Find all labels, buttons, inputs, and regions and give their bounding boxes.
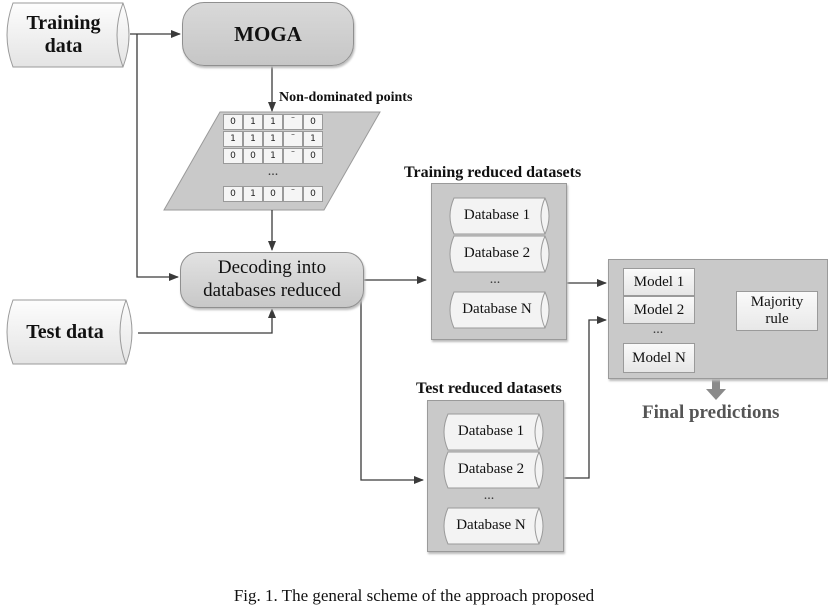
- matrix-cell: 1: [303, 131, 323, 147]
- arrow-to-final-predictions: [706, 378, 726, 400]
- test-db-1-label: Database 1: [457, 423, 525, 440]
- model-1-label: Model 1: [633, 273, 685, 290]
- model-2-box: Model 2: [623, 296, 695, 324]
- database-cylinder-icon: [449, 197, 550, 235]
- model-ellipsis: ...: [652, 322, 664, 337]
- database-cylinder-icon: [443, 451, 544, 489]
- test-db-2: Database 2: [441, 451, 549, 489]
- training-db-n: Database N: [447, 291, 555, 329]
- matrix-cell: 0: [303, 148, 323, 164]
- database-cylinder-icon: [443, 413, 544, 451]
- test-data-cylinder: Test data: [1, 299, 139, 365]
- training-db-n-label: Database N: [462, 301, 532, 318]
- matrix-cell: 0: [223, 186, 243, 202]
- moga-label: MOGA: [234, 21, 302, 46]
- model-n-box: Model N: [623, 343, 695, 373]
- matrix-cell: 0: [303, 186, 323, 202]
- arrow-test-reduced-to-ensemble: [563, 316, 607, 479]
- test-db-2-label: Database 2: [457, 461, 525, 478]
- training-db-1-label: Database 1: [463, 207, 531, 224]
- training-data-cylinder: Training data: [1, 2, 136, 68]
- matrix-cell: ¨: [283, 131, 303, 147]
- matrix-cell: 1: [263, 114, 283, 130]
- training-db-1: Database 1: [447, 197, 555, 235]
- majority-rule-label: Majority rule: [750, 293, 804, 327]
- training-data-label: Training data: [26, 12, 101, 57]
- decoding-label: Decoding into databases reduced: [203, 257, 341, 301]
- database-cylinder-icon: [449, 235, 550, 273]
- non-dominated-points-label: Non-dominated points: [279, 90, 413, 105]
- test-db-n: Database N: [441, 507, 549, 545]
- matrix-cell: 1: [243, 114, 263, 130]
- training-db-2-label: Database 2: [463, 245, 531, 262]
- matrix-cell: 1: [223, 131, 243, 147]
- moga-box: MOGA: [182, 2, 354, 66]
- model-n-label: Model N: [632, 349, 686, 366]
- matrix-cell: ¨: [283, 114, 303, 130]
- matrix-cell: 0: [303, 114, 323, 130]
- matrix-cell: 1: [263, 131, 283, 147]
- matrix-cell: 0: [223, 148, 243, 164]
- cylinder-shape-icon: [6, 2, 130, 68]
- database-cylinder-icon: [449, 291, 550, 329]
- training-db-2: Database 2: [447, 235, 555, 273]
- decoding-box: Decoding into databases reduced: [180, 252, 364, 308]
- figure-caption: Fig. 1. The general scheme of the approa…: [233, 586, 595, 605]
- training-reduced-title: Training reduced datasets: [404, 164, 582, 181]
- arrow-training-to-decoding: [136, 34, 179, 281]
- test-db-1: Database 1: [441, 413, 549, 451]
- matrix-ellipsis: ...: [267, 164, 279, 179]
- test-db-ellipsis: ...: [483, 488, 495, 503]
- matrix-cell: 1: [263, 148, 283, 164]
- cylinder-shape-icon: [6, 299, 133, 365]
- matrix-cell: 0: [223, 114, 243, 130]
- test-reduced-title: Test reduced datasets: [416, 380, 562, 397]
- matrix-cell: 1: [243, 186, 263, 202]
- database-cylinder-icon: [443, 507, 544, 545]
- majority-rule-box: Majority rule: [736, 291, 818, 331]
- test-data-label: Test data: [26, 320, 104, 343]
- matrix-cell: 0: [263, 186, 283, 202]
- test-db-n-label: Database N: [456, 517, 526, 534]
- model-1-box: Model 1: [623, 268, 695, 296]
- matrix-cell: ¨: [283, 186, 303, 202]
- matrix-cell: 0: [243, 148, 263, 164]
- arrow-decoding-to-test-reduced: [360, 298, 424, 484]
- model-2-label: Model 2: [633, 301, 685, 318]
- matrix-cell: 1: [243, 131, 263, 147]
- training-db-ellipsis: ...: [489, 272, 501, 287]
- final-predictions-label: Final predictions: [642, 402, 780, 423]
- arrow-test-to-decoding: [138, 308, 276, 334]
- matrix-cell: ¨: [283, 148, 303, 164]
